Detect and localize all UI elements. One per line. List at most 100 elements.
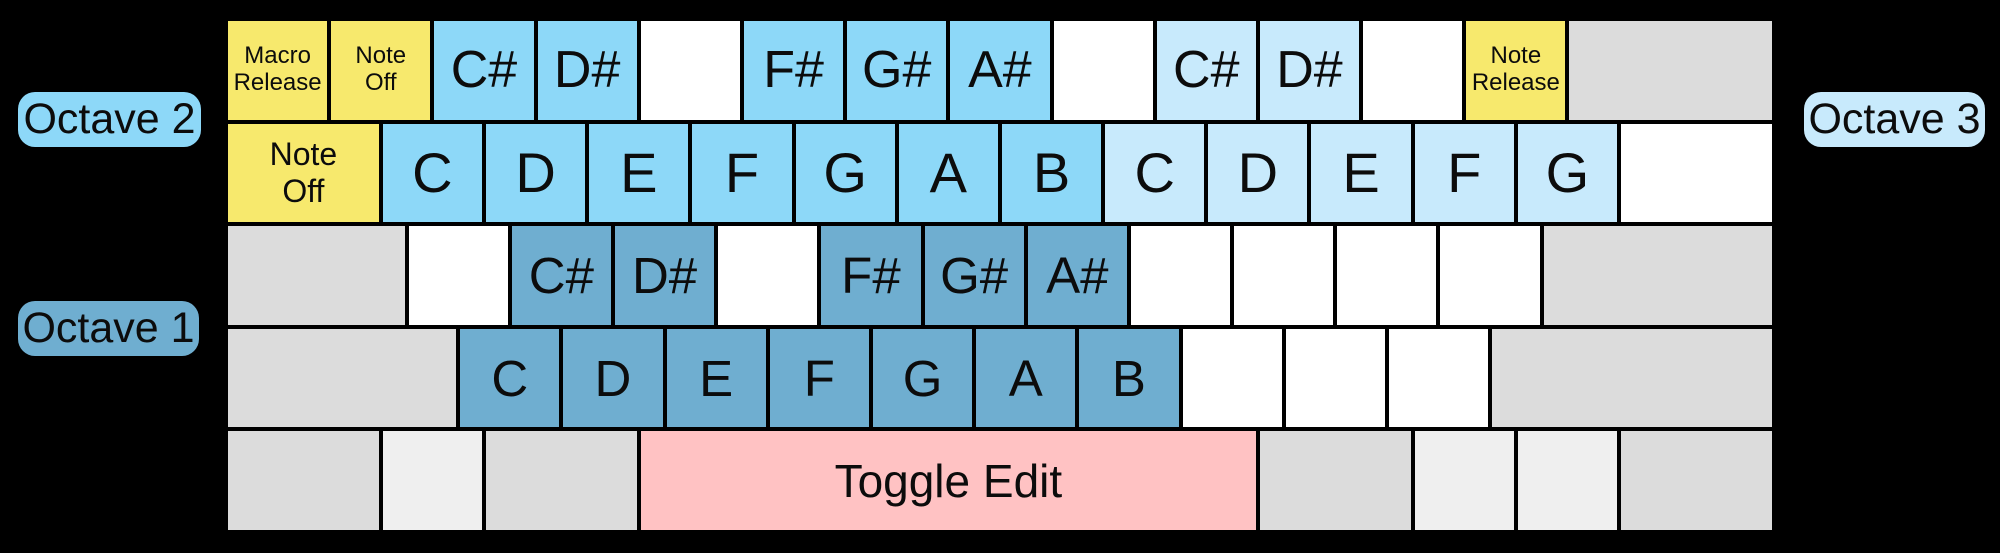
key-note-b-oct1-label: B [1111,349,1146,407]
key-note-e-oct3-label: E [1342,141,1380,205]
key-macro-release: Macro Release [226,19,330,122]
number-row: Macro Release Note Off C# D# F# G# A# C# D# Note … [226,19,1774,122]
key-note-csharp-oct2: C# [432,19,536,122]
key-note-csharp-oct3: C# [1154,19,1258,122]
key-note-f-oct1: F [767,326,871,430]
key-note-g-oct1-label: G [902,349,943,407]
key-note-c-oct2: C [380,121,484,225]
key-note-gsharp-oct2-label: G# [862,41,932,100]
key-note-d-oct2-label: D [515,141,556,205]
key-note-release-label: Note Release [1471,42,1560,97]
key-blank [1051,19,1155,122]
key-shift-right [1490,326,1774,430]
key-note-d-oct1: D [561,326,665,430]
key-note-e-oct1-label: E [699,349,734,407]
key-note-e-oct1: E [664,326,768,430]
key-blank [1619,121,1774,225]
key-note-d-oct3-label: D [1237,141,1279,205]
key-note-b-oct2-label: B [1032,141,1071,205]
key-note-a-oct2-label: A [929,141,967,205]
key-note-gsharp-oct1: G# [922,224,1026,327]
key-note-dsharp-oct3: D# [1257,19,1362,122]
key-note-d-oct2: D [483,121,588,225]
key-note-fsharp-oct2-label: F# [763,41,824,100]
key-note-g-oct3-label: G [1545,141,1590,205]
key-shift-left [226,326,459,430]
key-blank [638,19,742,122]
key-note-asharp-oct1: A# [1025,224,1129,327]
key-blank [1180,326,1284,430]
key-blank [1361,19,1465,122]
key-space-toggle-edit-label: Toggle Edit [834,454,1063,507]
key-blank [1232,224,1336,327]
key-note-off-top-label: Note Off [355,42,407,97]
key-note-dsharp-oct2: D# [535,19,639,122]
key-note-csharp-oct2-label: C# [450,41,518,100]
key-note-e-oct2-label: E [620,141,658,205]
key-note-f-oct2: F [690,121,794,225]
key-note-e-oct2: E [587,121,691,225]
key-alt-left [483,429,639,532]
key-enter [1541,224,1774,327]
key-note-release: Note Release [1464,19,1568,122]
key-capslock [226,224,407,327]
key-note-csharp-oct1-label: C# [528,246,594,304]
key-note-gsharp-oct2: G# [845,19,949,122]
key-note-f-oct2-label: F [724,141,760,205]
key-win-left [380,429,484,532]
key-note-asharp-oct2: A# [948,19,1052,122]
key-menu [1515,429,1620,532]
key-note-fsharp-oct2: F# [741,19,846,122]
key-blank [1283,326,1387,430]
key-note-csharp-oct3-label: C# [1173,41,1240,100]
key-alt-right [1257,429,1413,532]
key-note-f-oct1-label: F [803,349,835,407]
key-note-dsharp-oct1: D# [612,224,717,327]
octave-3-badge: Octave 3 [1804,92,1985,147]
octave-1-badge: Octave 1 [18,301,199,356]
modifier-row: Toggle Edit [226,429,1774,532]
key-note-g-oct1: G [870,326,975,430]
key-note-b-oct2: B [999,121,1104,225]
key-note-dsharp-oct3-label: D# [1276,41,1343,100]
key-note-c-oct3: C [1103,121,1207,225]
key-ctrl-right [1619,429,1774,532]
key-note-f-oct3: F [1412,121,1516,225]
key-note-f-oct3-label: F [1447,141,1482,205]
key-note-a-oct2: A [896,121,1000,225]
key-note-g-oct2: G [793,121,897,225]
key-blank [1128,224,1233,327]
key-note-csharp-oct1: C# [509,224,613,327]
key-note-off-label: Note Off [269,136,338,209]
key-note-g-oct3: G [1515,121,1620,225]
key-note-a-oct1-label: A [1008,349,1043,407]
key-note-c-oct2-label: C [412,141,453,205]
home-row: C# D# F# G# A# [226,224,1774,327]
key-backspace [1567,19,1774,122]
key-note-gsharp-oct1-label: G# [940,246,1009,304]
key-note-g-oct2-label: G [823,141,867,205]
key-blank [1438,224,1542,327]
key-note-off: Note Off [226,121,381,225]
key-note-c-oct3-label: C [1134,141,1175,205]
key-note-asharp-oct2-label: A# [968,41,1032,100]
key-note-fsharp-oct1: F# [819,224,923,327]
key-note-off-top: Note Off [329,19,433,122]
key-note-c-oct1: C [458,326,562,430]
key-win-right [1412,429,1516,532]
key-space-toggle-edit: Toggle Edit [638,429,1258,532]
key-note-e-oct3: E [1309,121,1413,225]
key-blank [406,224,510,327]
key-note-dsharp-oct1-label: D# [631,246,698,304]
key-note-fsharp-oct1-label: F# [841,246,901,304]
key-note-a-oct1: A [974,326,1078,430]
key-ctrl-left [226,429,381,532]
key-note-d-oct3: D [1206,121,1310,225]
key-macro-release-label: Macro Release [233,42,322,97]
key-blank [1335,224,1439,327]
key-note-d-oct1-label: D [594,349,632,407]
